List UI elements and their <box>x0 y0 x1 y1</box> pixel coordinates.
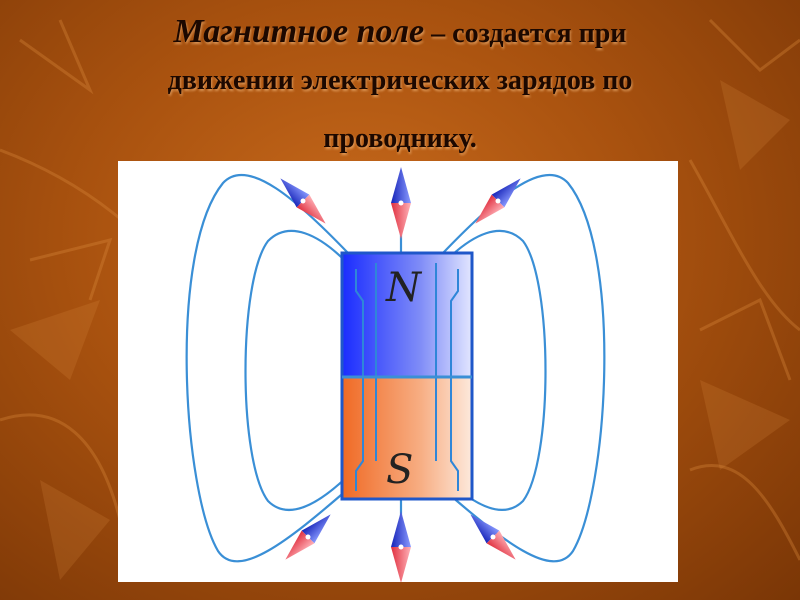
compass-needle-top-right <box>475 178 521 224</box>
north-label: N <box>385 265 423 311</box>
magnet-field-figure: N S <box>118 161 678 582</box>
field-line-inner-left <box>244 229 354 511</box>
magnetic-field-diagram: N S <box>185 167 606 582</box>
field-line-inner-right <box>437 229 547 511</box>
title-line-3: проводнику. <box>323 123 477 154</box>
title-rest: – создается при <box>424 18 627 49</box>
south-label: S <box>386 447 413 493</box>
title-line-2: движении электрических зарядов по <box>167 65 633 96</box>
compass-needle-bottom-left <box>285 514 331 560</box>
compass-needle-top-center <box>391 167 411 239</box>
compass-needle-bottom-center <box>391 511 411 582</box>
compass-needle-bottom-right <box>470 514 516 560</box>
compass-needle-top-left <box>280 178 326 224</box>
bar-magnet-icon: N S <box>340 251 474 501</box>
field-line-outer-left <box>185 173 349 563</box>
title-term: Магнитное поле <box>173 13 425 50</box>
slide-title: Магнитное поле – создается при движении … <box>0 8 800 162</box>
field-line-outer-right <box>442 173 606 563</box>
